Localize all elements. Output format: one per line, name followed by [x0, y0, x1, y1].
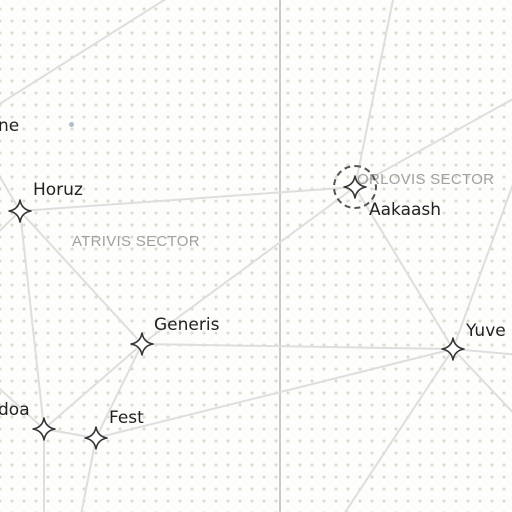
route-line — [354, 98, 512, 188]
route-line — [95, 348, 454, 439]
star-aakaash-marker[interactable] — [342, 174, 368, 200]
route-line — [43, 343, 143, 430]
route-line — [95, 343, 143, 439]
four-point-star-icon — [84, 426, 108, 450]
route-line — [452, 348, 512, 356]
route-line — [452, 184, 512, 350]
route-line — [141, 343, 454, 350]
route-line — [0, 0, 167, 105]
star-label-fest[interactable]: Fest — [109, 408, 144, 428]
route-line — [0, 175, 21, 212]
route-line — [354, 0, 394, 188]
route-line — [452, 348, 512, 413]
route-line — [354, 186, 454, 350]
four-point-star-icon — [130, 332, 154, 356]
four-point-star-icon — [343, 175, 367, 199]
four-point-star-icon — [32, 417, 56, 441]
distant-body — [68, 121, 74, 127]
route-line — [43, 428, 97, 439]
route-line — [19, 186, 356, 212]
route-line — [141, 186, 356, 345]
route-line — [344, 348, 454, 512]
route-line — [19, 210, 45, 430]
star-label-aakaash[interactable]: Aakaash — [369, 200, 442, 220]
sector-label-orlovis: ORLOVIS SECTOR — [357, 171, 495, 188]
route-line — [0, 387, 45, 430]
four-point-star-icon — [441, 337, 465, 361]
four-point-star-icon — [8, 199, 32, 223]
star-horuz-marker[interactable] — [7, 198, 33, 224]
star-yuve-marker[interactable] — [440, 336, 466, 362]
star-label-yuve[interactable]: Yuve — [466, 321, 506, 341]
sector-label-atrivis: ATRIVIS SECTOR — [72, 233, 200, 250]
route-line — [80, 437, 97, 512]
star-label-doa[interactable]: doa — [0, 400, 30, 420]
star-label-generis[interactable]: Generis — [154, 315, 220, 335]
star-label-ne[interactable]: ne — [0, 116, 20, 136]
star-doa-marker[interactable] — [31, 416, 57, 442]
route-line — [0, 210, 21, 232]
star-generis-marker[interactable] — [129, 331, 155, 357]
route-line — [19, 210, 143, 345]
star-fest-marker[interactable] — [83, 425, 109, 451]
star-label-horuz[interactable]: Horuz — [33, 180, 83, 200]
